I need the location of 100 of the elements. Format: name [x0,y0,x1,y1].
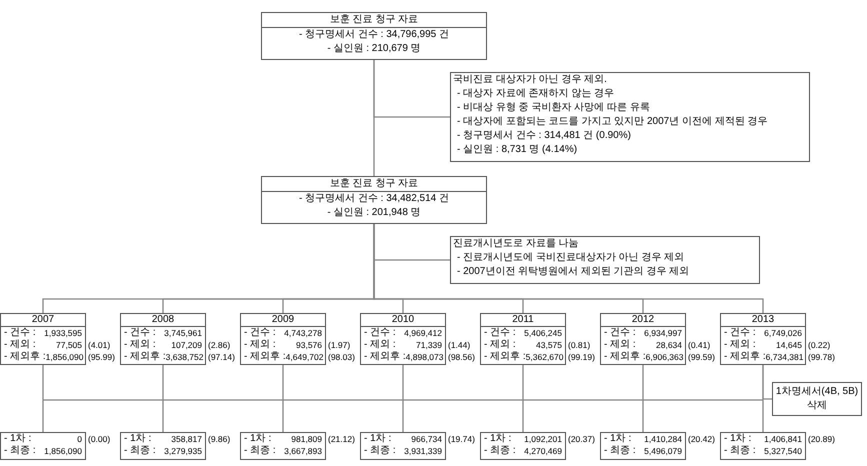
row-label: - 제외 : [244,339,276,351]
row-label: - 제외후 : [244,351,286,363]
row-value: 14,645 [776,339,802,351]
row-value: 107,209 [171,339,202,351]
data-box [600,432,686,460]
row-value: 6,906,363 [646,351,684,363]
data-box [720,313,806,365]
row-value: 4,743,278 [284,327,322,339]
data-box [0,313,86,365]
row-label: - 최종 : [364,445,396,457]
percentage-text: (0.81) [568,339,590,351]
row-value: 4,270,469 [524,445,562,457]
row-label: - 1차 : [604,433,632,445]
row-label: - 제외후 : [724,351,766,363]
percentage-text: (20.37) [568,433,595,445]
note-title: 진료개시년도로 자료를 나눔 [452,237,580,251]
year-title: 2009 [241,314,325,327]
data-box [600,313,686,365]
year-title: 2012 [601,314,685,327]
row-value: 93,576 [296,339,322,351]
connector-line [522,365,524,432]
box-text: - 실인원 : 210,679 명 [326,42,422,56]
row-value: 1,856,090 [44,445,82,457]
row-value: 6,734,381 [766,351,804,363]
row-value: 966,734 [411,433,442,445]
row-label: - 제외후 : [604,351,646,363]
connector-line [162,365,164,432]
row-value: 5,327,540 [764,445,802,457]
percentage-text: (4.01) [88,339,110,351]
row-label: - 건수 : [724,327,756,339]
percentage-text: (20.42) [688,433,715,445]
data-box [240,432,326,460]
row-label: - 제외 : [124,339,156,351]
year-title: 2013 [721,314,805,327]
box-title: 보훈 진료 청구 자료 [262,177,486,192]
row-value: 5,362,670 [526,351,564,363]
data-box [120,313,206,365]
row-value: 1,410,284 [644,433,682,445]
box-text: - 청구명세서 건수 : 34,482,514 건 [298,192,450,206]
row-label: - 최종 : [724,445,756,457]
row-value: 0 [77,433,82,445]
row-value: 4,649,702 [286,351,324,363]
row-label: - 제외후 : [4,351,46,363]
percentage-text: (0.22) [808,339,830,351]
row-label: - 1차 : [244,433,272,445]
row-label: - 1차 : [484,433,512,445]
percentage-text: (0.41) [688,339,710,351]
data-box [120,432,206,460]
row-value: 4,898,073 [406,351,444,363]
data-box [360,432,446,460]
row-value: 358,817 [171,433,202,445]
year-title: 2008 [121,314,205,327]
row-label: - 제외 : [604,339,636,351]
percentage-text: (99.19) [568,351,595,363]
connector-line [642,365,644,432]
note-item: - 대상자 자료에 존재하지 않는 경우 [456,87,616,101]
row-label: - 최종 : [244,445,276,457]
box-text: - 실인원 : 201,948 명 [326,206,422,220]
box-title: 보훈 진료 청구 자료 [262,13,486,28]
row-label: - 건수 : [244,327,276,339]
row-label: - 건수 : [4,327,36,339]
data-box [480,432,566,460]
row-label: - 제외후 : [364,351,406,363]
note-title: 국비진료 대상자가 아닌 경우 제외. [452,73,608,87]
row-value: 6,749,026 [764,327,802,339]
data-box [261,12,487,60]
data-box [240,313,326,365]
row-value: 43,575 [536,339,562,351]
percentage-text: (98.56) [448,351,475,363]
row-value: 981,809 [291,433,322,445]
row-label: - 건수 : [364,327,396,339]
row-label: - 제외 : [364,339,396,351]
row-label: - 1차 : [724,433,752,445]
data-box [0,432,86,460]
percentage-text: (1.97) [328,339,350,351]
data-box [480,313,566,365]
row-label: - 1차 : [4,433,32,445]
row-label: - 최종 : [124,445,156,457]
note-item: - 비대상 유형 중 국비환자 사망에 따른 유록 [456,101,651,115]
percentage-text: (2.86) [208,339,230,351]
percentage-text: (19.74) [448,433,475,445]
percentage-text: (0.00) [88,433,110,445]
note-item: - 실인원 : 8,731 명 (4.14%) [456,143,578,157]
row-label: - 제외 : [724,339,756,351]
note-box [450,236,760,284]
row-value: 3,638,752 [166,351,204,363]
percentage-text: (99.59) [688,351,715,363]
row-label: - 제외후 : [484,351,526,363]
row-value: 1,092,201 [524,433,562,445]
row-label: - 최종 : [484,445,516,457]
row-value: 28,634 [656,339,682,351]
data-box [360,313,446,365]
box-text: - 청구명세서 건수 : 34,796,995 건 [298,28,450,42]
note-item: - 대상자에 포함되는 코드를 가지고 있지만 2007년 이전에 제적된 경우 [456,115,769,129]
percentage-text: (99.78) [808,351,835,363]
row-value: 77,505 [56,339,82,351]
percentage-text: (95.99) [88,351,115,363]
row-value: 71,339 [416,339,442,351]
row-value: 1,933,595 [44,327,82,339]
percentage-text: (9.86) [208,433,230,445]
